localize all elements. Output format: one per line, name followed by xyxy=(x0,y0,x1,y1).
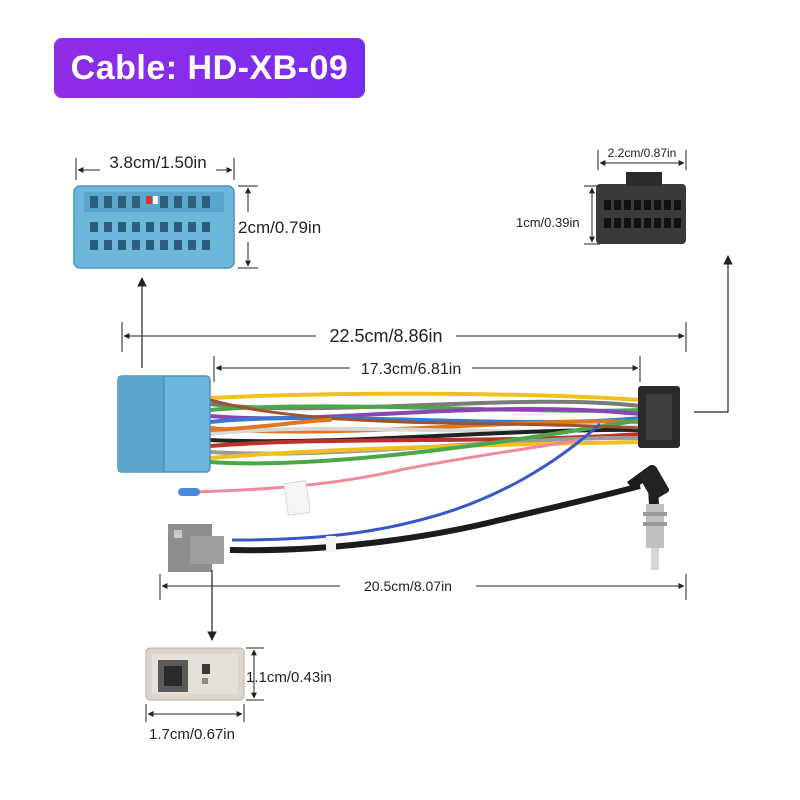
beige-small-plug xyxy=(145,647,245,701)
gray-small-plug xyxy=(168,524,224,572)
iso-plug-height-label: 1cm/0.39in xyxy=(516,215,580,230)
overall-length-label: 22.5cm/8.86in xyxy=(329,326,442,346)
small-plug-width-label: 1.7cm/0.67in xyxy=(149,726,235,743)
small-plug-height-label: 1.1cm/0.43in xyxy=(246,669,332,686)
blue-harness-connector xyxy=(117,375,211,473)
antenna-length-label: 20.5cm/8.07in xyxy=(364,578,452,594)
title-badge: Cable: HD-XB-09 xyxy=(54,38,365,98)
wire-bundle xyxy=(208,391,642,466)
black-iso-plug xyxy=(596,172,686,244)
black-harness-connector xyxy=(638,386,680,448)
top-connector-width-label: 3.8cm/1.50in xyxy=(109,153,206,172)
harness-length-label: 17.3cm/6.81in xyxy=(361,361,462,378)
iso-plug-width-label: 2.2cm/0.87in xyxy=(608,146,677,160)
antenna-plug xyxy=(627,465,670,570)
top-connector-height-label: 2cm/0.79in xyxy=(238,218,321,237)
blue-connector-front xyxy=(73,185,235,269)
